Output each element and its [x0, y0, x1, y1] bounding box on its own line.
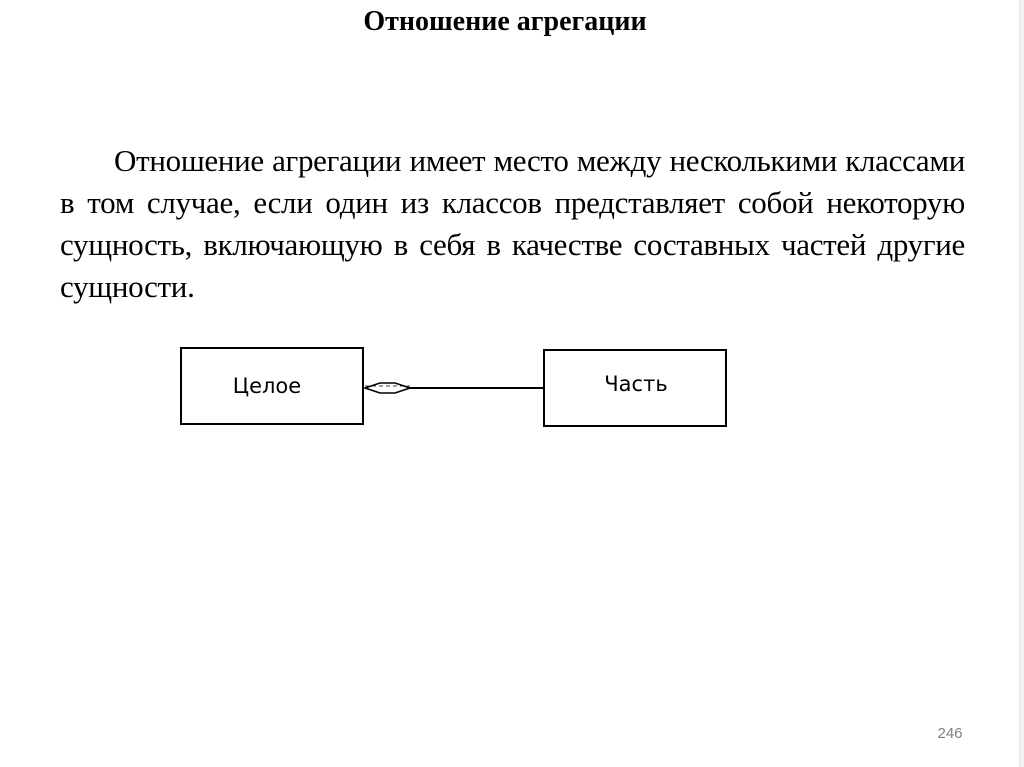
class-box-whole-label: Целое — [233, 374, 301, 398]
slide-paragraph: Отношение агрегации имеет место между не… — [60, 143, 965, 304]
page-number: 246 — [937, 725, 963, 742]
class-box-part-label: Часть — [604, 372, 667, 396]
slide-title: Отношение агрегации — [363, 6, 647, 37]
class-box-part: Часть — [543, 349, 727, 427]
aggregation-diamond-icon — [362, 382, 413, 394]
class-box-whole: Целое — [180, 347, 364, 425]
slide-right-edge — [1019, 0, 1024, 767]
